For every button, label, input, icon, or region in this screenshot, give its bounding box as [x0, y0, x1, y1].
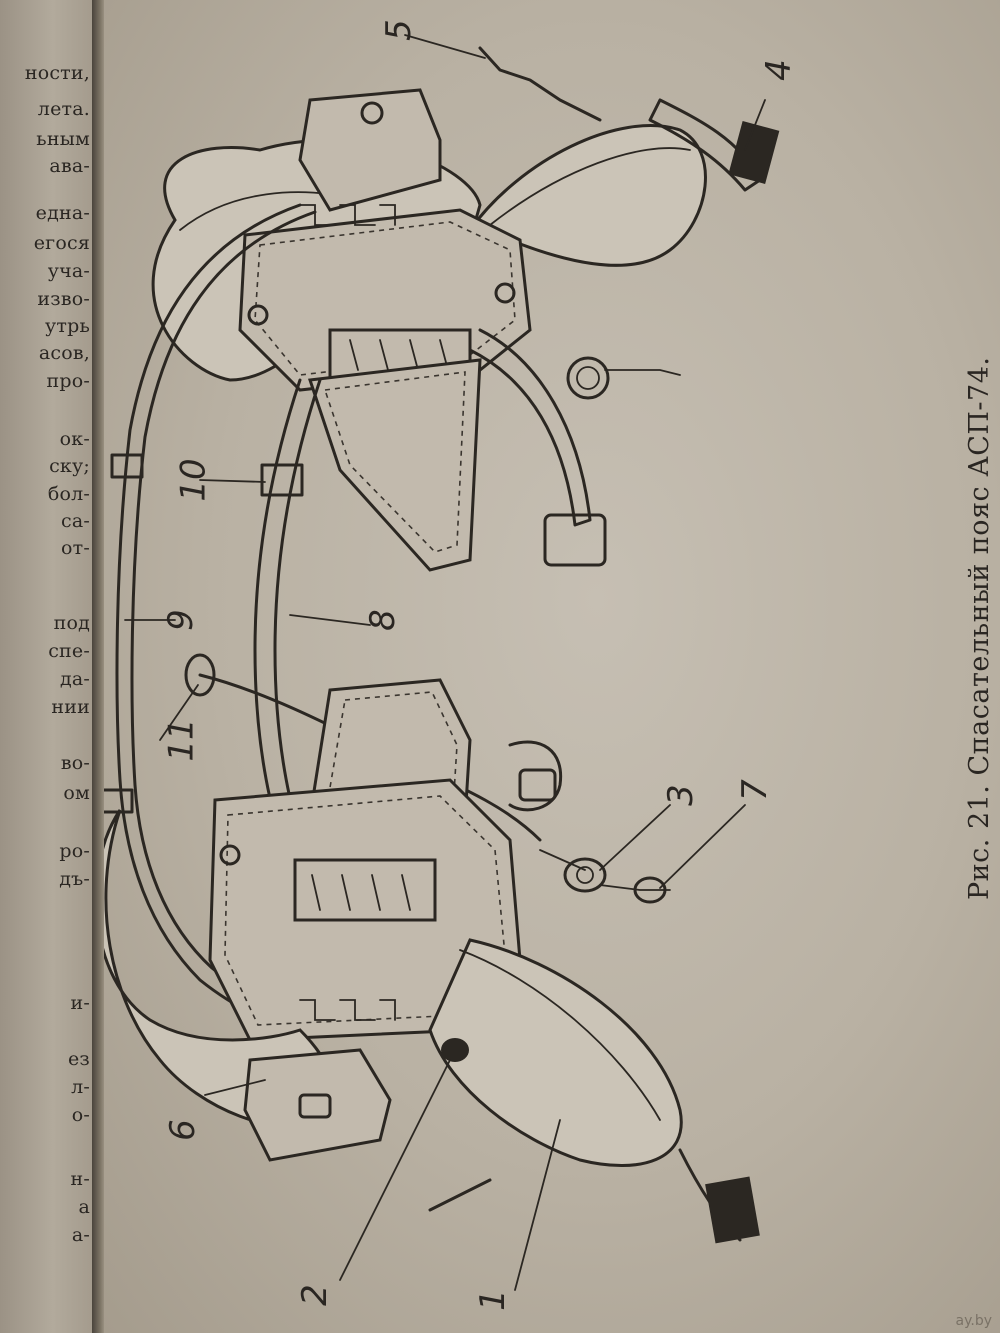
valve-bottom: [428, 1178, 492, 1212]
bladder-loop-left: [428, 938, 683, 1168]
text-fragment: лета.: [37, 98, 90, 120]
text-fragment: ом: [63, 782, 90, 804]
text-fragment: во-: [60, 752, 90, 774]
leader-4: [744, 99, 766, 151]
text-fragment: изво-: [37, 288, 90, 310]
strap-upper-right: [468, 328, 592, 527]
text-fragment: л-: [71, 1076, 90, 1098]
leader-3: [599, 804, 671, 871]
callout-11: 11: [161, 718, 202, 762]
figure-caption: Рис. 21. Спасательный пояс АСП-74.: [964, 356, 995, 900]
leader-6: [204, 1079, 266, 1096]
valve-5: [478, 46, 602, 122]
callout-4: 4: [758, 59, 799, 81]
text-fragment: а-: [71, 1224, 90, 1246]
callout-6: 6: [162, 1119, 203, 1141]
text-fragment: нии: [51, 696, 90, 718]
leader-10: [199, 479, 266, 483]
strap-9: [115, 203, 332, 1033]
text-fragment: асов,: [38, 342, 90, 364]
text-fragment: ро-: [59, 840, 90, 862]
text-fragment: под: [53, 612, 90, 634]
callout-3: 3: [660, 784, 701, 806]
callout-8: 8: [362, 609, 403, 631]
strap-top: [648, 98, 762, 192]
pocket-upper: [307, 358, 482, 572]
valve-2: [441, 1038, 469, 1062]
text-fragment: и-: [70, 992, 90, 1014]
text-fragment: егося: [33, 232, 90, 254]
text-fragment: спе-: [48, 640, 90, 662]
text-fragment: бол-: [47, 483, 90, 505]
text-fragment: про-: [46, 370, 90, 392]
text-fragment: са-: [61, 510, 90, 532]
leader-5: [404, 34, 486, 59]
text-fragment: ез: [67, 1048, 90, 1070]
leader-1: [514, 1119, 561, 1291]
leader-2: [339, 1059, 451, 1281]
leader-11: [159, 684, 199, 741]
text-fragment: учa-: [47, 260, 90, 282]
pouch-top: [298, 88, 442, 212]
text-fragment: една-: [35, 202, 90, 224]
text-fragment: ску;: [49, 455, 90, 477]
buckle-upper-right: [543, 513, 607, 567]
leader-8: [289, 614, 371, 626]
callout-7: 7: [734, 779, 775, 801]
lacing-lower: [293, 858, 437, 922]
callout-2: 2: [294, 1284, 335, 1306]
pouch-6: [243, 1048, 392, 1162]
text-fragment: ок-: [59, 428, 90, 450]
buckle-bottom: [705, 1176, 760, 1244]
text-fragment: ьным: [36, 128, 90, 150]
facing-page-edge: ности, лета. ьным ава- една- егося учa- …: [0, 0, 96, 1333]
text-fragment: ности,: [24, 62, 90, 84]
leader-7: [659, 804, 746, 889]
text-fragment: да-: [59, 668, 90, 690]
callout-1: 1: [472, 1289, 513, 1311]
text-fragment: а: [78, 1196, 90, 1218]
text-fragment: ава-: [49, 155, 90, 177]
book-page: 1 2 3 4 5 6 7 8 9 10 11 Рис. 21. Спасате…: [104, 0, 1000, 1333]
callout-10: 10: [173, 458, 214, 502]
text-fragment: дъ-: [59, 868, 90, 890]
callout-9: 9: [160, 609, 201, 631]
callout-5: 5: [378, 19, 419, 41]
text-fragment: утрь: [45, 315, 90, 337]
buckle-lower: [508, 740, 563, 812]
text-fragment: о-: [71, 1104, 90, 1126]
bladder-loop-right: [467, 124, 707, 267]
book-gutter: [92, 0, 106, 1333]
life-belt-illustration: [104, 34, 780, 1291]
watermark: ay.by: [955, 1313, 993, 1329]
text-fragment: от-: [61, 537, 90, 559]
buckle-4: [728, 121, 780, 184]
text-fragment: н-: [70, 1168, 90, 1190]
